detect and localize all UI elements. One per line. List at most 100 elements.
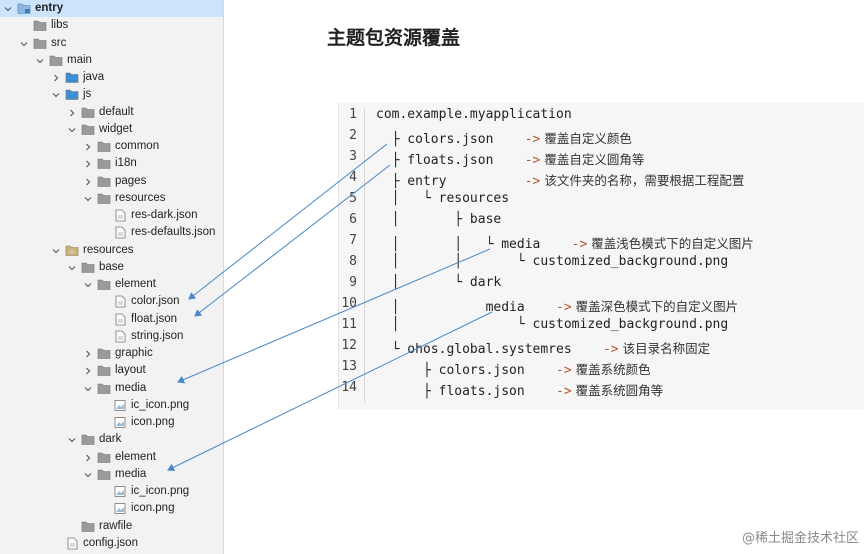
tree-item-res-defaults-json[interactable]: res-defaults.json	[0, 224, 223, 241]
code-path: │ media	[376, 300, 557, 315]
chevron-down-icon[interactable]	[84, 194, 92, 202]
tree-item-label: string.json	[131, 329, 184, 342]
tree-item-libs[interactable]: libs	[0, 17, 223, 34]
tree-item-res-dark-json[interactable]: res-dark.json	[0, 207, 223, 224]
tree-item-common[interactable]: common	[0, 138, 223, 155]
code-line: 9 │ └ dark	[339, 275, 864, 296]
tree-item-label: res-dark.json	[131, 209, 198, 221]
tree-item-label: base	[99, 260, 124, 273]
code-line: 6 │ ├ base	[339, 212, 864, 233]
tree-item-dark[interactable]: dark	[0, 431, 223, 448]
chevron-right-icon[interactable]	[84, 349, 91, 358]
line-number: 10	[341, 296, 357, 311]
tree-item-src[interactable]: src	[0, 35, 223, 52]
chevron-down-icon[interactable]	[68, 125, 76, 133]
tree-item-i18n[interactable]: i18n	[0, 155, 223, 172]
code-arrow: ->	[602, 342, 619, 357]
tree-item-media[interactable]: media	[0, 466, 223, 483]
code-text: │ │ └ media -> 覆盖浅色模式下的自定义图片	[376, 233, 754, 252]
code-arrow: ->	[571, 237, 588, 252]
code-comment: 覆盖自定义圆角等	[540, 152, 645, 167]
page-title: 主题包资源覆盖	[327, 27, 461, 49]
folder-icon	[97, 364, 111, 377]
tree-item-entry[interactable]: entry	[0, 0, 223, 17]
code-text: com.example.myapplication	[376, 107, 572, 122]
tree-item-label: float.json	[131, 312, 178, 325]
code-path: ├ colors.json	[376, 132, 525, 147]
chevron-down-icon[interactable]	[20, 39, 28, 46]
tree-item-ic-icon-png[interactable]: ic_icon.png	[0, 483, 223, 500]
chevron-down-icon[interactable]	[84, 384, 92, 391]
tree-item-label: default	[99, 105, 134, 118]
code-comment: 该目录名称固定	[618, 341, 711, 356]
code-arrow: ->	[556, 384, 572, 399]
tree-item-icon-png[interactable]: icon.png	[0, 500, 223, 517]
code-text: ├ colors.json -> 覆盖自定义颜色	[376, 128, 632, 147]
tree-item-resources[interactable]: resources	[0, 242, 223, 259]
chevron-down-icon[interactable]	[84, 470, 92, 478]
tree-item-icon-png[interactable]: icon.png	[0, 414, 223, 431]
chevron-right-icon[interactable]	[84, 366, 91, 375]
tree-item-label: common	[115, 140, 160, 152]
folder-icon	[97, 382, 111, 395]
line-number: 7	[349, 233, 357, 248]
tree-item-ic-icon-png[interactable]: ic_icon.png	[0, 397, 223, 414]
chevron-down-icon[interactable]	[68, 435, 76, 443]
chevron-down-icon[interactable]	[4, 4, 12, 12]
tree-item-label: libs	[51, 19, 69, 32]
chevron-down-icon[interactable]	[52, 90, 60, 98]
code-comment: 覆盖深色模式下的自定义图片	[571, 299, 739, 314]
chevron-down-icon[interactable]	[68, 263, 76, 271]
code-path: │ │ └ customized_background.png	[376, 254, 729, 269]
chevron-right-icon[interactable]	[68, 108, 75, 116]
line-number: 3	[349, 149, 357, 164]
tree-item-media[interactable]: media	[0, 380, 223, 397]
code-path: │ └ resources	[376, 191, 510, 206]
chevron-right-icon[interactable]	[84, 453, 91, 461]
tree-item-label: resources	[83, 243, 134, 256]
tree-item-element[interactable]: element	[0, 276, 223, 293]
tree-item-default[interactable]: default	[0, 104, 223, 121]
tree-item-label: layout	[115, 364, 146, 377]
chevron-right-icon[interactable]	[52, 73, 59, 82]
tree-item-js[interactable]: js	[0, 86, 223, 103]
chevron-down-icon[interactable]	[36, 56, 44, 64]
tree-item-widget[interactable]: widget	[0, 121, 223, 138]
tree-item-label: js	[83, 88, 92, 101]
chevron-down-icon[interactable]	[52, 246, 60, 253]
tree-item-label: i18n	[115, 157, 137, 170]
tree-item-rawfile[interactable]: rawfile	[0, 518, 223, 535]
tree-item-main[interactable]: main	[0, 52, 223, 69]
tree-item-label: media	[115, 467, 147, 480]
tree-item-color-json[interactable]: color.json	[0, 293, 223, 310]
tree-item-layout[interactable]: layout	[0, 362, 223, 379]
tree-item-string-json[interactable]: string.json	[0, 328, 223, 345]
tree-item-label: config.json	[83, 536, 138, 549]
tree-item-label: element	[115, 450, 156, 463]
tree-item-element[interactable]: element	[0, 449, 223, 466]
tree-item-graphic[interactable]: graphic	[0, 345, 223, 362]
tree-item-label: element	[115, 278, 156, 290]
code-line: 13 ├ colors.json -> 覆盖系统颜色	[339, 359, 864, 380]
code-comment: 覆盖浅色模式下的自定义图片	[587, 236, 754, 251]
tree-item-base[interactable]: base	[0, 259, 223, 276]
module-folder-icon	[17, 2, 31, 15]
tree-item-resources[interactable]: resources	[0, 190, 223, 207]
chevron-right-icon[interactable]	[84, 142, 91, 151]
chevron-right-icon[interactable]	[84, 159, 91, 168]
tree-item-config-json[interactable]: config.json	[0, 535, 223, 552]
tree-item-java[interactable]: java	[0, 69, 223, 86]
folder-icon	[81, 520, 95, 533]
chevron-right-icon[interactable]	[84, 177, 91, 185]
code-line: 7 │ │ └ media -> 覆盖浅色模式下的自定义图片	[339, 233, 864, 254]
code-text: ├ entry -> 该文件夹的名称，需要根据工程配置	[376, 170, 745, 189]
tree-item-float-json[interactable]: float.json	[0, 311, 223, 328]
tree-item-label: graphic	[115, 347, 153, 359]
folder-icon	[33, 19, 47, 32]
tree-item-pages[interactable]: pages	[0, 173, 223, 190]
tree-item-label: dark	[99, 433, 122, 446]
code-line: 3 ├ floats.json -> 覆盖自定义圆角等	[339, 149, 864, 170]
chevron-down-icon[interactable]	[84, 280, 92, 288]
